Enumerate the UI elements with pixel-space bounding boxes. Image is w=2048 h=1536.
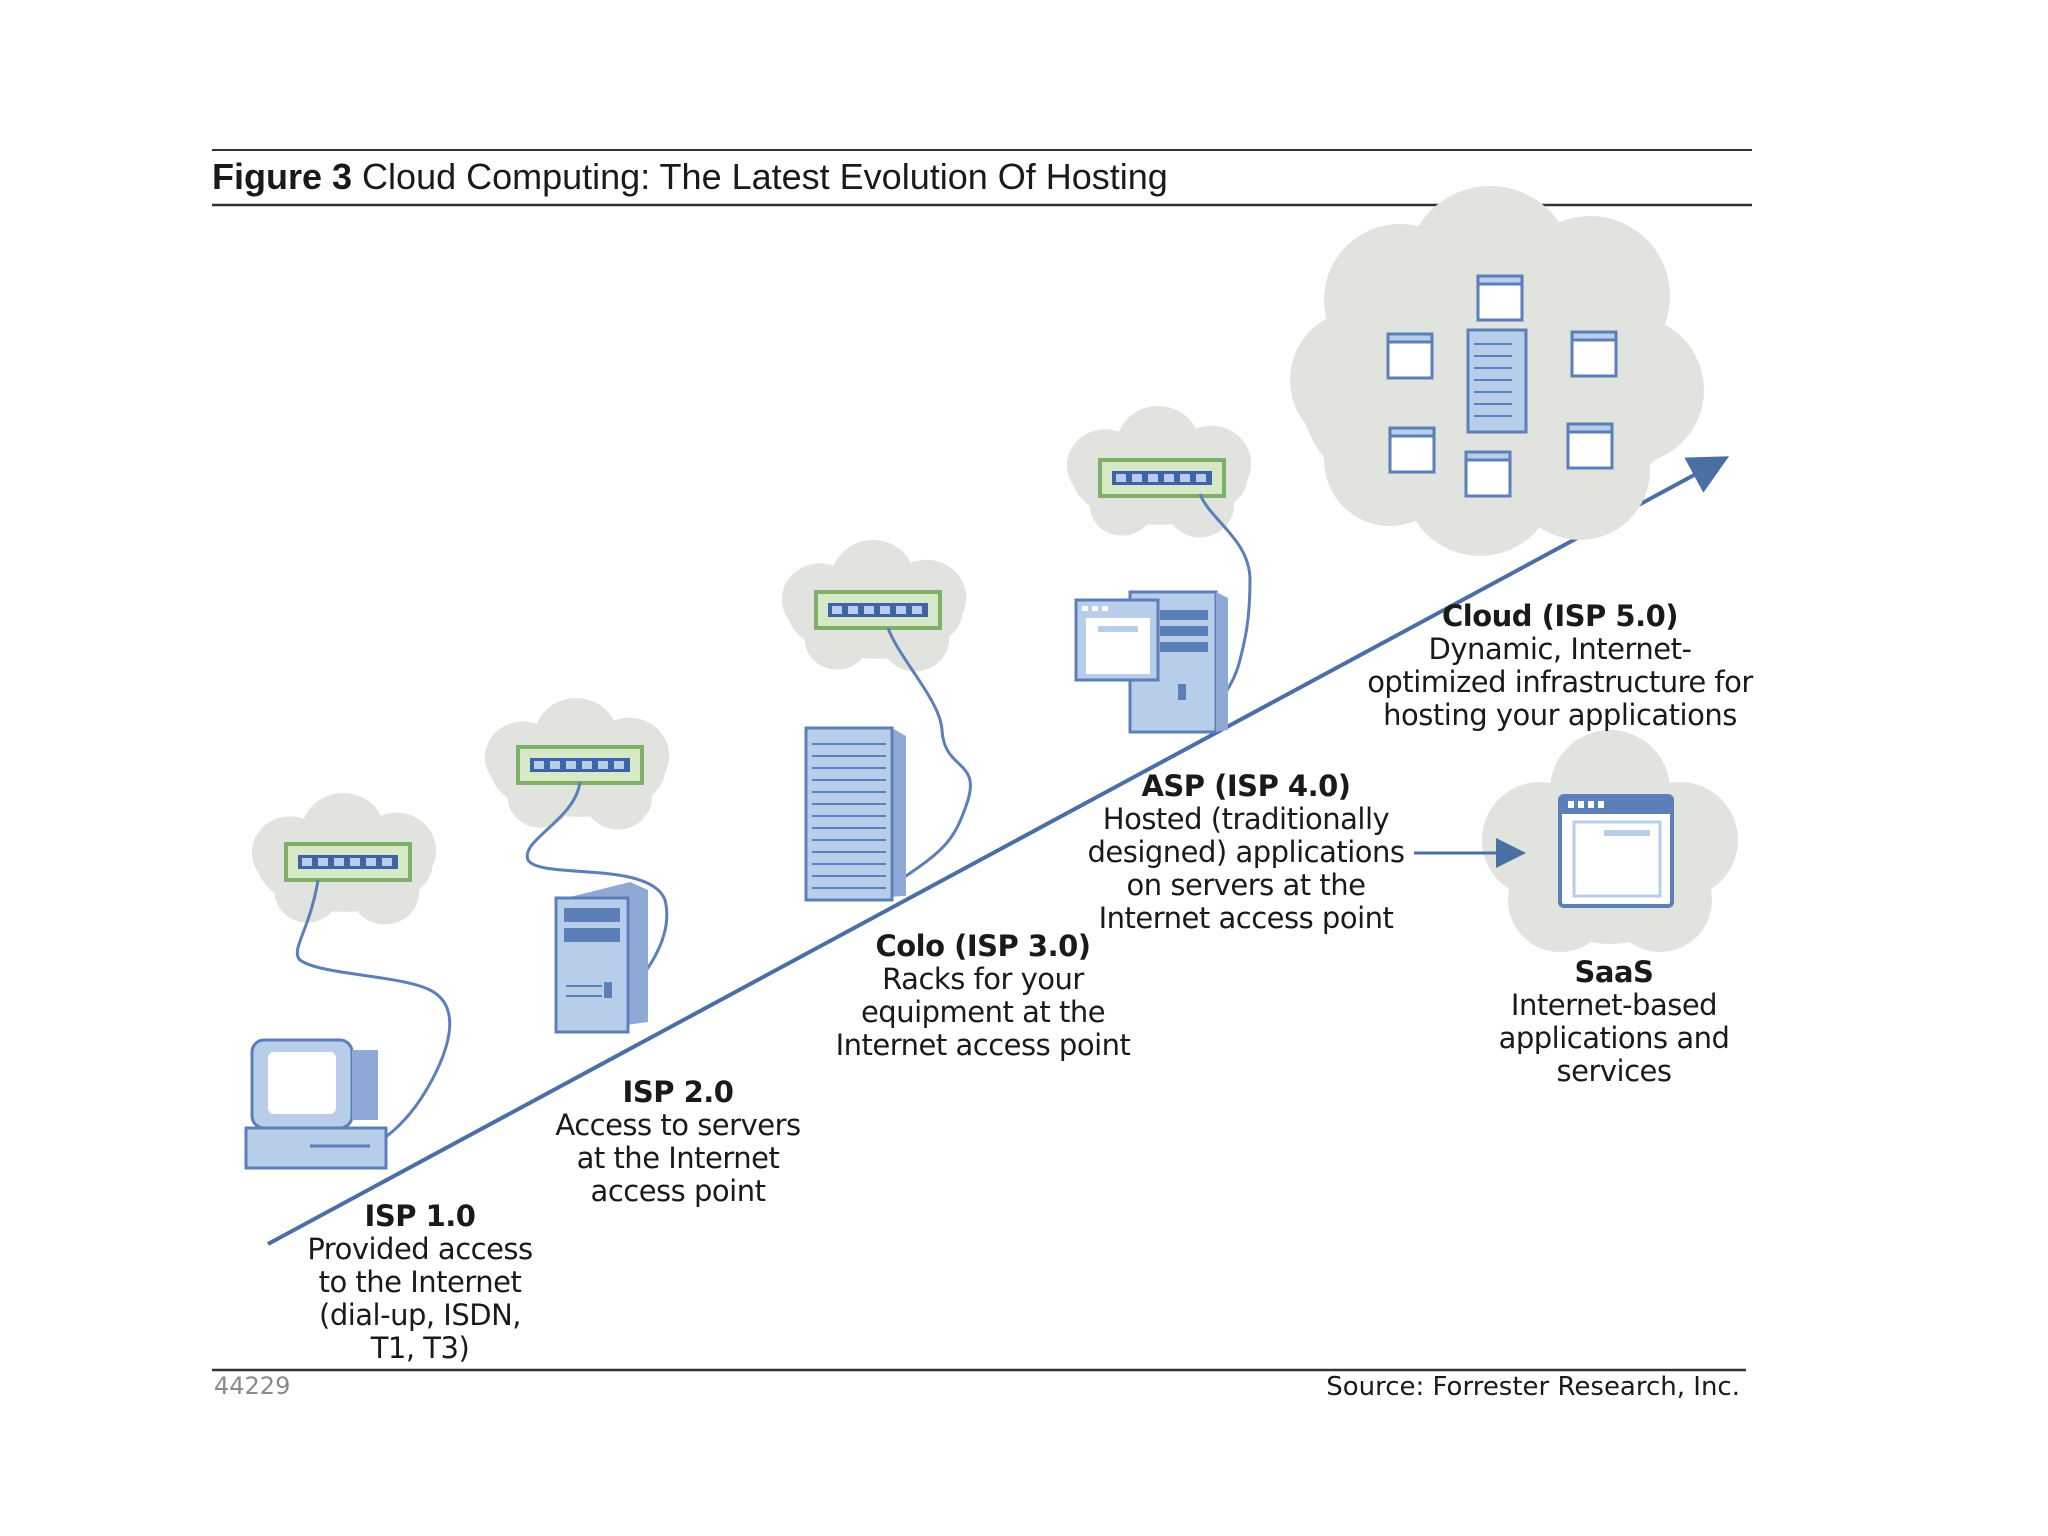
stage-desc-line: Internet access point <box>1098 901 1394 935</box>
figure-title-text: Cloud Computing: The Latest Evolution Of… <box>362 156 1168 197</box>
stage-name: ASP (ISP 4.0) <box>1141 769 1351 803</box>
stage-name: Cloud (ISP 5.0) <box>1441 599 1679 633</box>
stage-desc-line: Racks for your <box>882 962 1084 996</box>
stage-desc-line: optimized infrastructure for <box>1367 665 1753 699</box>
network-switch-icon <box>516 745 644 785</box>
stage-desc-line: Dynamic, Internet- <box>1428 632 1692 666</box>
stage-saas-label: SaaS Internet-based applications and ser… <box>1480 956 1748 1088</box>
stage-desc-line: Access to servers <box>555 1108 801 1142</box>
isp2-cloud <box>484 698 670 830</box>
isp2-cable <box>525 781 669 992</box>
stage-desc-line: services <box>1556 1054 1673 1088</box>
stage-desc-line: designed) applications <box>1087 835 1405 869</box>
figure-label: Figure 3 <box>212 156 353 197</box>
stage-name: Colo (ISP 3.0) <box>875 929 1091 963</box>
stage-desc-line: access point <box>590 1174 766 1208</box>
network-switch-icon <box>814 590 942 630</box>
stage-name: SaaS <box>1574 955 1654 989</box>
isp1-cloud <box>251 793 437 925</box>
stage-isp1-label: ISP 1.0 Provided access to the Internet … <box>292 1200 548 1365</box>
stage-desc-line: (dial-up, ISDN, <box>319 1298 522 1332</box>
isp1-cable <box>295 879 452 1152</box>
stage-asp-label: ASP (ISP 4.0) Hosted (traditionally desi… <box>1076 770 1416 935</box>
asp-cloud <box>1066 406 1252 538</box>
figure-title: Figure 3 Cloud Computing: The Latest Evo… <box>212 156 1168 198</box>
stage-name: ISP 2.0 <box>622 1075 734 1109</box>
colo-cable <box>886 627 972 882</box>
stage-desc-line: on servers at the <box>1126 868 1366 902</box>
stage-desc-line: Internet-based <box>1510 988 1718 1022</box>
cloud-server-cluster-icon <box>1290 186 1704 556</box>
source-credit: Source: Forrester Research, Inc. <box>1326 1372 1740 1402</box>
stage-desc-line: hosting your applications <box>1383 698 1737 732</box>
stage-desc-line: T1, T3) <box>370 1331 470 1365</box>
colo-cloud <box>781 540 967 672</box>
desktop-computer-icon <box>244 1038 388 1170</box>
tower-server-icon <box>554 882 648 1034</box>
stage-desc-line: at the Internet <box>576 1141 780 1175</box>
asp-cable <box>1198 493 1252 701</box>
stage-desc-line: Provided access <box>307 1232 533 1266</box>
stage-colo-label: Colo (ISP 3.0) Racks for your equipment … <box>818 930 1148 1062</box>
stage-desc-line: to the Internet <box>318 1265 522 1299</box>
stage-desc-line: Internet access point <box>835 1028 1131 1062</box>
stage-isp2-label: ISP 2.0 Access to servers at the Interne… <box>540 1076 816 1208</box>
saas-window-icon <box>1558 794 1674 908</box>
network-switch-icon <box>1098 458 1226 498</box>
stage-desc-line: applications and <box>1498 1021 1730 1055</box>
rack-server-icon <box>804 726 906 902</box>
figure-id: 44229 <box>214 1372 291 1400</box>
network-switch-icon <box>284 842 412 882</box>
server-with-window-icon <box>1074 590 1228 734</box>
stage-cloud-label: Cloud (ISP 5.0) Dynamic, Internet- optim… <box>1350 600 1770 732</box>
stage-desc-line: equipment at the <box>860 995 1106 1029</box>
evolution-arrow <box>267 456 1730 1246</box>
stage-desc-line: Hosted (traditionally <box>1102 802 1390 836</box>
stage-name: ISP 1.0 <box>364 1199 476 1233</box>
